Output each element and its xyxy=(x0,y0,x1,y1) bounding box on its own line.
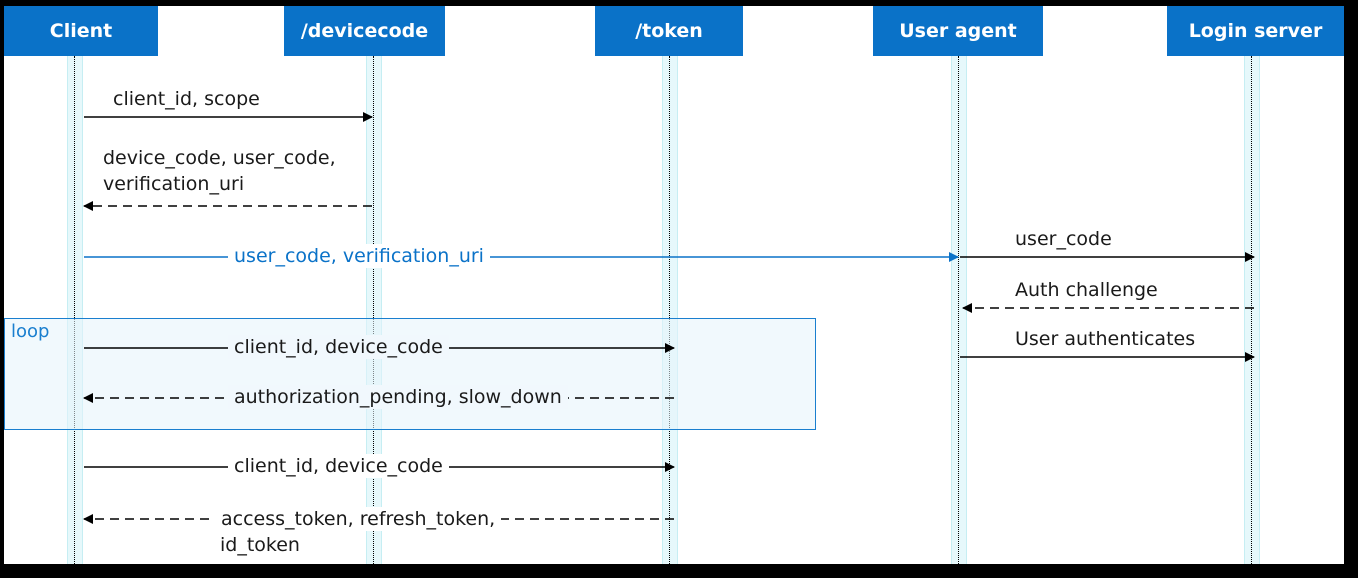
useragent-lifeline xyxy=(958,56,959,564)
message-label-device-code-line1: device_code, user_code, xyxy=(103,147,336,169)
message-label-token-response-line1: access_token, refresh_token, xyxy=(215,507,502,531)
login-lifeline xyxy=(1251,56,1252,564)
message-label-token-response-line2: id_token xyxy=(220,534,300,556)
token-lifeline xyxy=(669,56,670,564)
message-label-authorization-pending: authorization_pending, slow_down xyxy=(228,385,568,409)
message-label-user-authenticates: User authenticates xyxy=(1015,328,1196,350)
participant-useragent: User agent xyxy=(873,6,1043,56)
sequence-diagram: loop Client /devicecode /token User agen… xyxy=(4,6,1344,564)
loop-label: loop xyxy=(11,321,50,342)
message-label-user-code: user_code xyxy=(1015,228,1112,250)
participant-token: /token xyxy=(595,6,743,56)
message-label-client-id-scope: client_id, scope xyxy=(113,88,260,110)
message-label-device-code-line2: verification_uri xyxy=(103,173,245,195)
message-label-final-token-request: client_id, device_code xyxy=(228,454,449,478)
participant-login: Login server xyxy=(1167,6,1344,56)
token-lane xyxy=(662,56,678,564)
message-label-user-code-verification: user_code, verification_uri xyxy=(228,244,490,268)
client-lifeline xyxy=(74,56,75,564)
message-label-auth-challenge: Auth challenge xyxy=(1015,279,1158,301)
login-lane xyxy=(1244,56,1260,564)
devicecode-lane xyxy=(366,56,382,564)
participant-devicecode: /devicecode xyxy=(284,6,445,56)
client-lane xyxy=(67,56,83,564)
participant-client: Client xyxy=(4,6,158,56)
message-label-poll-token: client_id, device_code xyxy=(228,335,449,359)
devicecode-lifeline xyxy=(373,56,374,564)
